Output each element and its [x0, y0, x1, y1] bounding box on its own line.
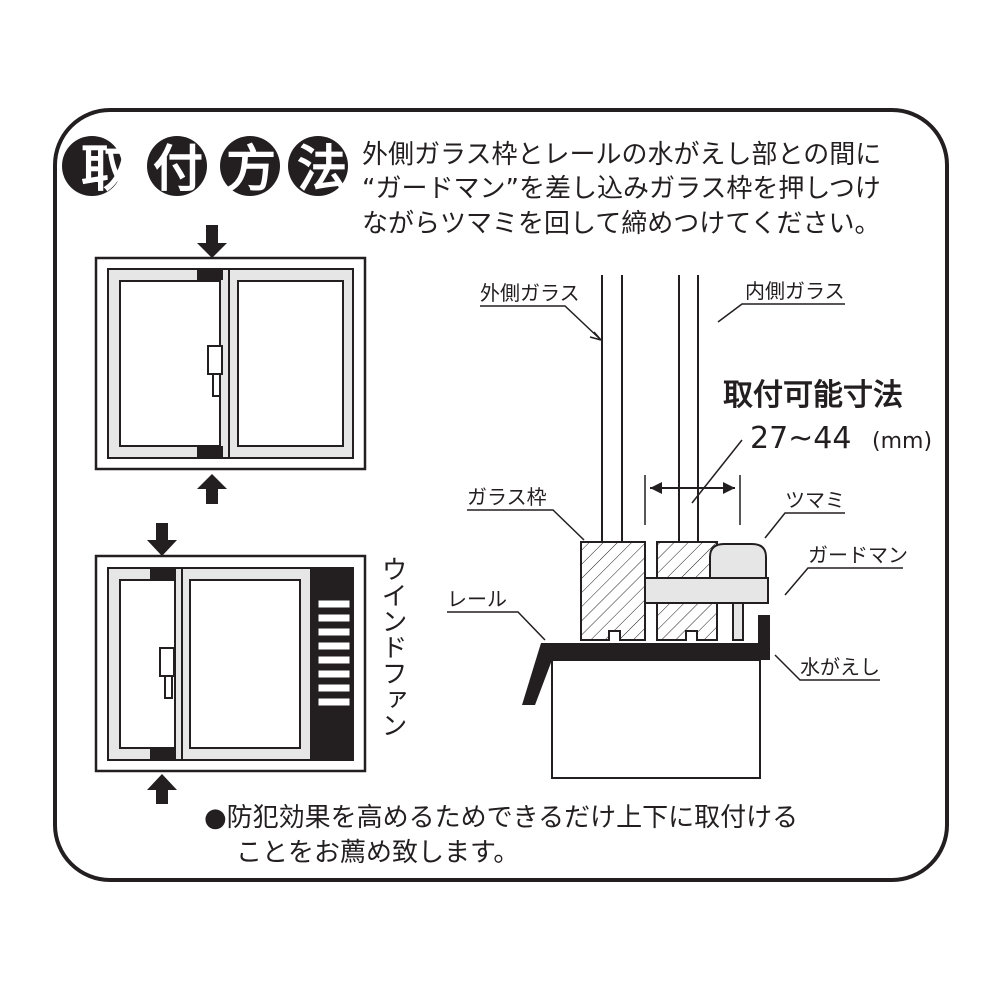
- knob-icon: [709, 543, 767, 579]
- window-diagram-bottom: ウインドファン: [94, 523, 407, 804]
- guardman-device-top: [150, 568, 176, 580]
- crescent-lock: [207, 345, 223, 375]
- method-badge: 取 付 方 法: [62, 136, 348, 198]
- inner-glass-label: 内側ガラス: [745, 279, 845, 303]
- guardman-device-top: [197, 269, 223, 280]
- cross-section: 外側ガラス 内側ガラス 取付可能寸法 27~44 (mm) ガラス枠 ツマミ ガ…: [447, 275, 932, 779]
- guardman-plate: [644, 577, 769, 604]
- badge-char-2: 付: [153, 140, 203, 198]
- drip-label: 水がえし: [800, 655, 880, 679]
- footer-line-1: ●防犯効果を高めるためできるだけ上下に取付ける: [204, 803, 798, 833]
- badge-char-4: 法: [297, 140, 347, 198]
- fan-vents: [317, 599, 351, 707]
- instruction-line-2: “ガードマン”を差し込みガラス枠を押しつけ: [362, 174, 881, 204]
- window-diagram-top: [94, 225, 367, 504]
- rail-profile: [522, 615, 770, 705]
- dimension-title: 取付可能寸法: [723, 378, 903, 413]
- footer-line-2: ことをお薦め致します。: [236, 838, 519, 868]
- rail-label: レール: [447, 587, 507, 611]
- down-arrow-icon: [147, 523, 177, 556]
- badge-char-3: 方: [226, 140, 276, 198]
- dimension-unit: (mm): [872, 429, 932, 454]
- instruction-line-3: ながらツマミを回して締めつけてください。: [362, 209, 880, 239]
- outer-glass-frame: [580, 541, 646, 641]
- guardman-device-bottom: [197, 446, 223, 457]
- guardman-label: ガードマン: [808, 543, 908, 567]
- badge-char-1: 取: [81, 140, 131, 198]
- instruction-line-1: 外側ガラス枠とレールの水がえし部との間に: [362, 140, 881, 170]
- knob-label: ツマミ: [785, 488, 845, 512]
- up-arrow-icon: [197, 474, 227, 504]
- guardman-device-bottom: [150, 748, 176, 760]
- dimension-range: 27~44: [750, 421, 851, 456]
- up-arrow-icon: [147, 774, 177, 804]
- fan-label: ウインドファン: [377, 556, 407, 738]
- rail-body: [551, 659, 761, 779]
- glass-frame-label: ガラス枠: [467, 485, 547, 509]
- crescent-lock: [159, 647, 175, 677]
- guardman-hook: [732, 602, 744, 641]
- outer-glass-label: 外側ガラス: [480, 281, 580, 305]
- down-arrow-icon: [197, 225, 227, 258]
